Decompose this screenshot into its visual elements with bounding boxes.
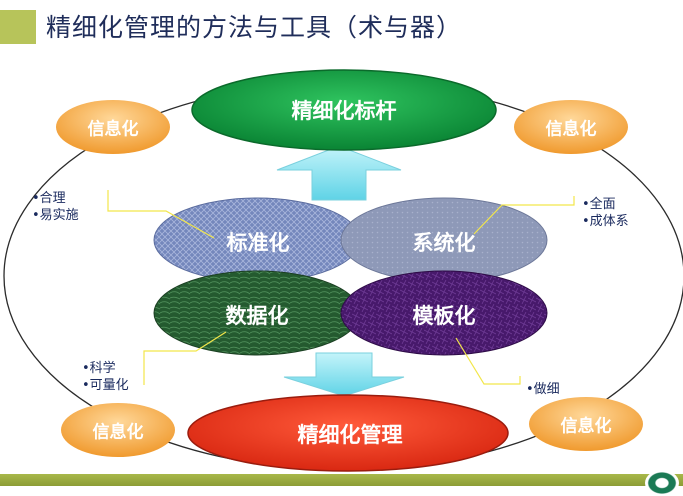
systematization-label: 系统化 [412, 231, 476, 255]
info-label-bottom-left: 信息化 [92, 422, 144, 443]
info-badge-bottom-left [61, 403, 175, 457]
note-right-top: •全面 •成体系 [582, 196, 629, 230]
info-label-top-left: 信息化 [87, 119, 139, 140]
note-item: •合理 [32, 191, 66, 206]
standardization-label: 标准化 [226, 231, 290, 255]
up-arrow [276, 145, 402, 201]
logo-seal-icon [645, 470, 679, 496]
connector-left-top [107, 190, 215, 239]
top-goal-ellipse [191, 69, 497, 151]
down-arrow [283, 352, 405, 397]
digitization-label: 数据化 [225, 304, 289, 328]
info-badge-top-right [514, 100, 628, 154]
top-goal-label: 精细化标杆 [291, 99, 397, 123]
note-item: •易实施 [32, 208, 79, 223]
note-item: •成体系 [582, 214, 629, 229]
note-item: •可量化 [82, 378, 129, 393]
connector-right-top [473, 196, 575, 235]
bottom-band [0, 474, 683, 486]
bottom-goal-ellipse [187, 394, 509, 472]
note-item: •做细 [526, 382, 560, 397]
diagram-canvas [3, 69, 683, 472]
note-item: •全面 [582, 197, 616, 212]
templating-ellipse [340, 270, 548, 356]
note-item: •科学 [82, 361, 116, 376]
connector-left-bottom [143, 331, 227, 385]
connector-right-bottom [455, 337, 521, 385]
templating-label: 模板化 [412, 304, 476, 328]
info-label-bottom-right: 信息化 [560, 416, 612, 437]
info-badge-top-left [56, 100, 170, 154]
page-title: 精细化管理的方法与工具（术与器） [46, 13, 463, 42]
info-badge-bottom-right [529, 397, 643, 451]
note-left-bottom: •科学 •可量化 [82, 360, 129, 394]
note-left-top: •合理 •易实施 [32, 190, 79, 224]
title-accent-bar [0, 10, 36, 44]
note-right-bottom: •做细 [526, 381, 560, 398]
bottom-goal-label: 精细化管理 [297, 423, 403, 447]
info-label-top-right: 信息化 [545, 119, 597, 140]
